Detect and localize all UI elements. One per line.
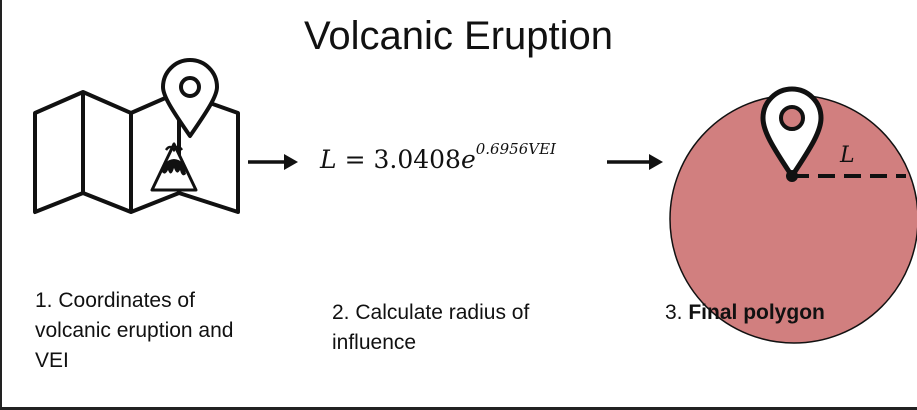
step-3-number: 3. [665,301,683,324]
formula-equals: = [344,145,366,174]
step-3-text: Final polygon [688,301,825,324]
diagram-title: Volcanic Eruption [303,14,614,58]
location-pin-icon [760,86,824,179]
formula-coefficient: 3.0408 [373,145,461,174]
step-1-text: Coordinates of volcanic eruption and VEI [35,289,234,372]
volcano-icon [150,142,198,192]
arrow-icon-1 [248,154,298,170]
step-1-label: 1. Coordinates of volcanic eruption and … [35,286,265,376]
formula-base: e [460,145,476,174]
center-point [786,170,798,182]
step-2-number: 2. [332,301,350,324]
radius-label: L [839,143,855,168]
arrow-icon-2 [607,154,663,170]
step-2-text: Calculate radius of influence [332,301,530,354]
radius-formula: L = 3.0408e0.6956VEI [320,140,556,174]
step-3-label: 3. Final polygon [665,298,895,328]
formula-lhs: L [320,145,337,174]
formula-exponent: 0.6956VEI [475,140,556,158]
step-2-label: 2. Calculate radius of influence [332,298,532,358]
map-location-pin-icon [161,58,219,138]
step-1-number: 1. [35,289,53,312]
